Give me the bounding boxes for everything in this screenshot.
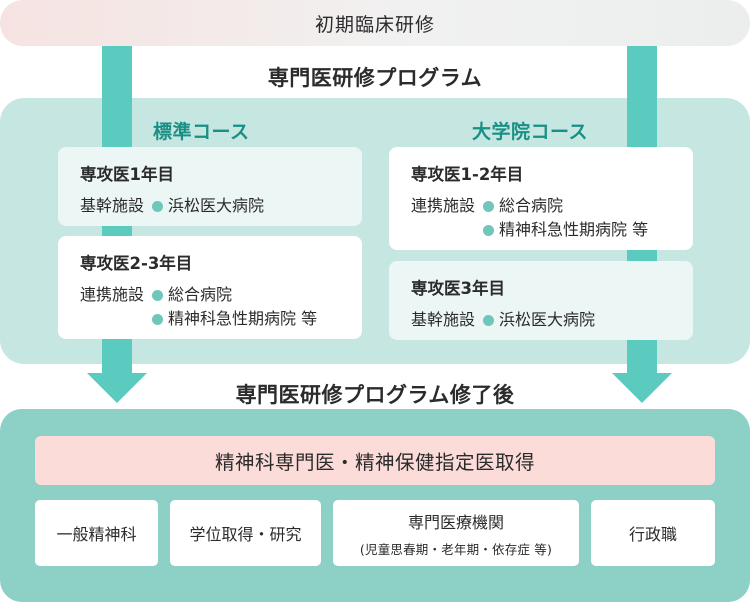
facility-label: 基幹施設 (80, 196, 145, 215)
facility-item: 精神科急性期病院 等 (483, 218, 648, 242)
standard-course-title: 標準コース (153, 121, 250, 143)
bullet-dot-icon (152, 200, 164, 212)
down-arrow-right-icon (612, 373, 672, 403)
bullet-dot-icon (483, 200, 495, 212)
facility-item: 総合病院 (483, 194, 648, 218)
initial-clinical-training-label: 初期臨床研修 (314, 13, 435, 36)
facility-item: 総合病院 (152, 283, 317, 307)
connector-bar-left-lower (102, 364, 132, 374)
card-title: 専攻医1-2年目 (411, 165, 524, 184)
initial-clinical-training-banner: 初期臨床研修 (0, 0, 750, 46)
connector-bar-right-upper (627, 46, 657, 98)
card-title: 専攻医3年目 (411, 279, 505, 298)
bullet-dot-icon (483, 314, 495, 326)
after-program-title: 専門医研修プログラム修了後 (235, 383, 515, 407)
facility-row: 連携施設 総合病院 精神科急性期病院 等 (80, 283, 340, 331)
connector-bar-right-lower (627, 364, 657, 374)
specialized-institution-detail: (児童思春期・老年期・依存症 等) (359, 541, 553, 557)
bullet-dot-icon (152, 289, 164, 301)
specialist-certification-header: 精神科専門医・精神保健指定医取得 (35, 436, 715, 485)
graduate-course-title: 大学院コース (472, 121, 589, 143)
facility-row: 基幹施設 浜松医大病院 (80, 194, 340, 218)
specialist-certification-label: 精神科専門医・精神保健指定医取得 (214, 451, 535, 474)
card-title: 専攻医1年目 (80, 165, 174, 184)
facility-item: 精神科急性期病院 等 (152, 307, 317, 331)
outcome-general-psychiatry: 一般精神科 (35, 500, 158, 566)
standard-card-year2-3: 専攻医2-3年目 連携施設 総合病院 精神科急性期病院 等 (58, 236, 362, 339)
outcome-specialized-institution: 専門医療機関 (児童思春期・老年期・依存症 等) (333, 500, 579, 566)
facility-item: 浜松医大病院 (483, 308, 595, 332)
outcome-degree-research: 学位取得・研究 (170, 500, 321, 566)
bullet-dot-icon (483, 224, 495, 236)
program-title: 専門医研修プログラム (267, 66, 483, 90)
facility-item: 浜松医大病院 (152, 194, 264, 218)
facility-row: 連携施設 総合病院 精神科急性期病院 等 (411, 194, 671, 242)
connector-bar-left-upper (102, 46, 132, 98)
outcome-administrative: 行政職 (591, 500, 715, 566)
standard-card-year1: 専攻医1年目 基幹施設 浜松医大病院 (58, 147, 362, 226)
card-title: 専攻医2-3年目 (80, 254, 193, 273)
facility-label: 基幹施設 (411, 310, 476, 329)
down-arrow-left-icon (87, 373, 147, 403)
graduate-card-year3: 専攻医3年目 基幹施設 浜松医大病院 (389, 261, 693, 340)
bullet-dot-icon (152, 313, 164, 325)
facility-label: 連携施設 (411, 196, 476, 215)
facility-row: 基幹施設 浜松医大病院 (411, 308, 671, 332)
facility-label: 連携施設 (80, 285, 145, 304)
graduate-card-year1-2: 専攻医1-2年目 連携施設 総合病院 精神科急性期病院 等 (389, 147, 693, 250)
